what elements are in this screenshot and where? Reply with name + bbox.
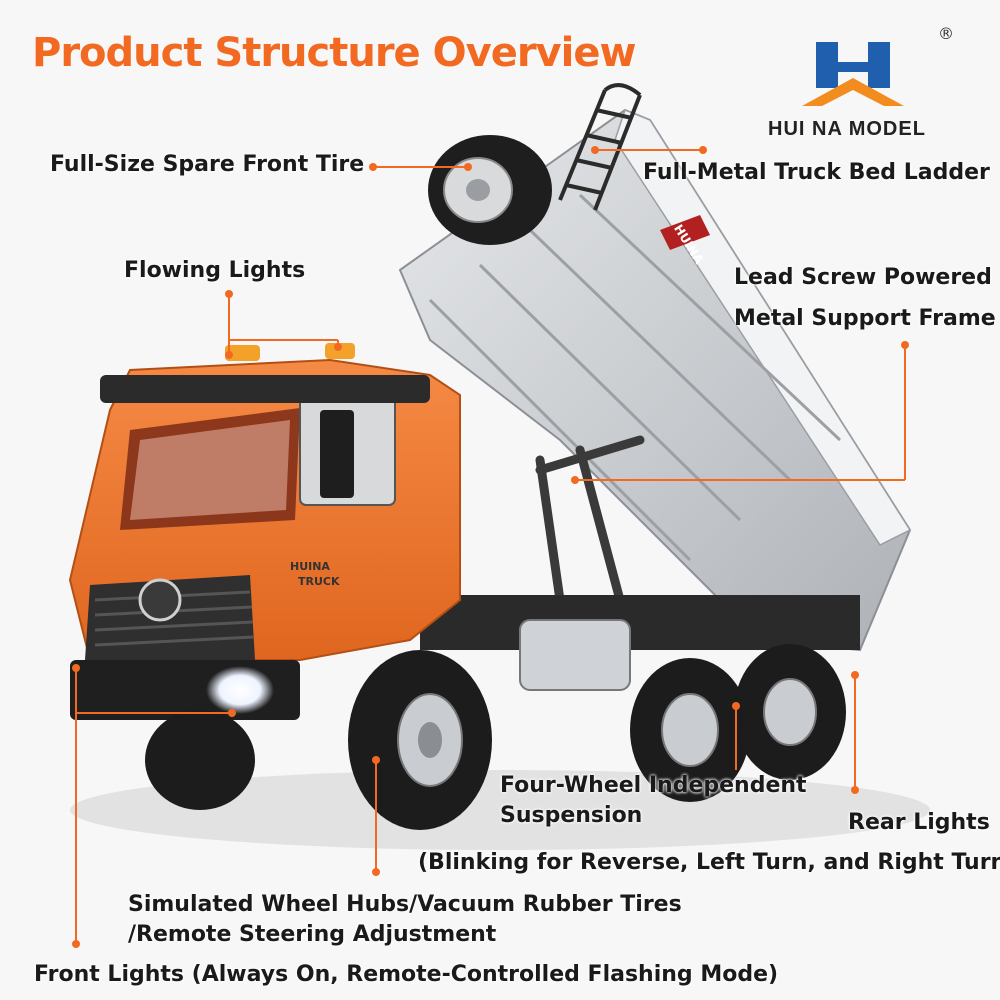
callout-lines [72, 146, 909, 948]
cab: HUINA TRUCK [68, 343, 461, 720]
chassis [420, 595, 860, 650]
callout-rear-lights: Rear Lights [848, 810, 990, 835]
bed-brand-plate [660, 215, 710, 250]
callout-wheel-hubs-line2: /Remote Steering Adjustment [128, 922, 497, 947]
page-title: Product Structure Overview [32, 30, 636, 76]
side-mirror [320, 410, 354, 498]
huina-logo-icon [802, 42, 904, 106]
flowing-light-right [325, 343, 355, 359]
ladder [558, 83, 642, 211]
front-headlight [206, 666, 274, 714]
callout-suspension-line2: Suspension [500, 803, 643, 828]
front-wheels [145, 650, 492, 830]
cab-badge-text: TRUCK [298, 575, 340, 588]
callout-lead-screw-line2: Metal Support Frame [734, 306, 996, 331]
callout-flowing-lights: Flowing Lights [124, 258, 306, 283]
lift-frame [535, 435, 645, 605]
brand-name: HUI NA MODEL [768, 118, 926, 140]
flowing-light-left [225, 345, 260, 361]
callout-spare-tire: Full-Size Spare Front Tire [50, 152, 365, 177]
spare-tire [428, 135, 552, 245]
rear-wheels [630, 644, 846, 802]
callout-rear-lights-detail: (Blinking for Reverse, Left Turn, and Ri… [418, 850, 1000, 875]
cab-brand-text: HUINA [290, 560, 330, 573]
sun-visor [100, 375, 430, 403]
emblem [138, 578, 182, 622]
dump-bed: HUINA [398, 108, 912, 652]
fuel-tank [519, 619, 631, 691]
callout-front-lights: Front Lights (Always On, Remote-Controll… [34, 962, 779, 987]
callout-lead-screw-line1: Lead Screw Powered [734, 265, 992, 290]
callout-wheel-hubs-line1: Simulated Wheel Hubs/Vacuum Rubber Tires [128, 892, 682, 917]
callout-ladder: Full-Metal Truck Bed Ladder [643, 160, 990, 185]
registered-mark: ® [938, 24, 954, 43]
callout-suspension-line1: Four-Wheel Independent [500, 773, 807, 798]
